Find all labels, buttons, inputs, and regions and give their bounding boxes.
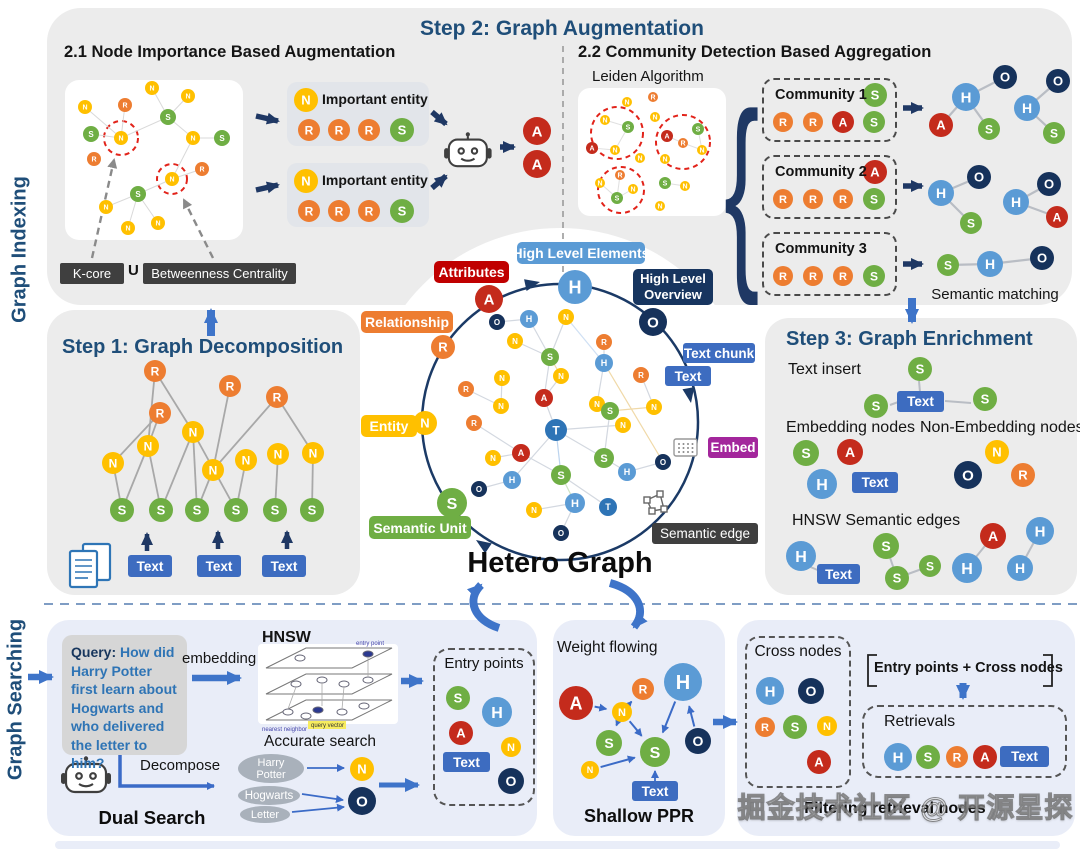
cross-nodes-label: Cross nodes: [754, 643, 842, 660]
decompose-label: Decompose: [140, 757, 221, 774]
s21-title: 2.1 Node Importance Based Augmentation: [64, 43, 396, 61]
semantic-matching-label: Semantic matching: [931, 286, 1059, 303]
text-pill-retrievals: Text: [1000, 746, 1049, 767]
text-pill-ring: Text: [665, 366, 711, 386]
filtering-caption: Filtering retrieval nodes: [804, 800, 986, 817]
retrievals-box: [862, 705, 1067, 778]
brace-glyph: {: [724, 69, 760, 306]
weight-flowing-label: Weight flowing: [557, 639, 658, 656]
entry-points-box: [433, 648, 535, 806]
semantic-unit-pill: Semantic Unit: [369, 516, 471, 539]
dual-search-caption: Dual Search: [98, 807, 206, 828]
union-symbol: U: [128, 262, 139, 279]
relationship-pill: Relationship: [361, 311, 453, 333]
text-pill-insert: Text: [897, 391, 944, 412]
graph-searching-label: Graph Searching: [4, 618, 27, 781]
accurate-search-label: Accurate search: [264, 733, 376, 750]
community-3-box: [762, 232, 897, 296]
term-ellipse-harry: Harry Potter: [238, 754, 304, 783]
community-2-box: [762, 155, 897, 219]
important-entity-label-1: Important entity: [322, 91, 428, 107]
attributes-pill: Attributes: [434, 261, 509, 283]
leiden-graph-box: [578, 88, 726, 216]
term-ellipse-letter: Letter: [240, 806, 290, 823]
high-level-elements-pill: High Level Elements: [513, 242, 649, 264]
shallow-ppr-caption: Shallow PPR: [583, 806, 695, 826]
kcore-label: K-core: [60, 263, 124, 284]
embedding-label: embedding: [182, 650, 257, 667]
term-ellipse-hogwarts: Hogwarts: [238, 786, 300, 805]
step1-title: Step 1: Graph Decomposition: [62, 336, 344, 358]
leiden-label: Leiden Algorithm: [592, 68, 704, 85]
community-3-label: Community 3: [775, 241, 867, 257]
embedding-nodes-label: Embedding nodes: [786, 419, 915, 436]
high-level-overview-pill: High Level Overview: [633, 269, 713, 305]
text-pill-embedding: Text: [852, 472, 898, 493]
watermark: 掘金技术社区 @ 开源星探: [737, 792, 1074, 824]
text-pill-step1-1: Text: [128, 555, 172, 577]
hetero-graph-title: Hetero Graph: [467, 547, 653, 579]
entity-pill: Entity: [361, 415, 417, 437]
hnsw-diagram-box: [258, 644, 398, 724]
retrievals-label: Retrievals: [884, 713, 956, 730]
text-pill-ppr: Text: [632, 781, 678, 801]
text-pill-step1-2: Text: [197, 555, 241, 577]
text-pill-step1-3: Text: [262, 555, 306, 577]
cross-nodes-box: [745, 636, 851, 788]
text-chunk-pill: Text chunk: [683, 343, 755, 363]
text-pill-entry: Text: [443, 752, 490, 772]
hnsw-semantic-edges-label: HNSW Semantic edges: [792, 512, 961, 529]
node-importance-graph-box: [65, 80, 243, 240]
important-entity-label-2: Important entity: [322, 172, 428, 188]
graph-indexing-label: Graph Indexing: [8, 176, 31, 323]
text-insert-label: Text insert: [788, 361, 861, 378]
community-1-label: Community 1: [775, 87, 867, 103]
s22-title: 2.2 Community Detection Based Aggregatio…: [578, 43, 932, 61]
semantic-edge-pill: Semantic edge: [652, 523, 758, 544]
betweenness-label: Betweenness Centrality: [143, 263, 296, 284]
bottom-cutoff-strip: [55, 841, 1060, 849]
community-1-box: [762, 78, 897, 142]
hnsw-label: HNSW: [262, 629, 311, 646]
entry-cross-label: Entry points + Cross nodes: [874, 660, 1063, 676]
step2-title: Step 2: Graph Augmentation: [420, 17, 704, 40]
community-2-label: Community 2: [775, 164, 867, 180]
panel-step3: [765, 318, 1077, 595]
text-pill-hnsw: Text: [817, 564, 860, 584]
hlo-line2: Overview: [644, 287, 702, 302]
hlo-line1: High Level: [640, 271, 706, 286]
step3-title: Step 3: Graph Enrichment: [786, 328, 1033, 350]
embed-pill: Embed: [708, 437, 758, 458]
non-embedding-nodes-label: Non-Embedding nodes: [920, 419, 1080, 436]
entry-points-label: Entry points: [444, 655, 524, 672]
